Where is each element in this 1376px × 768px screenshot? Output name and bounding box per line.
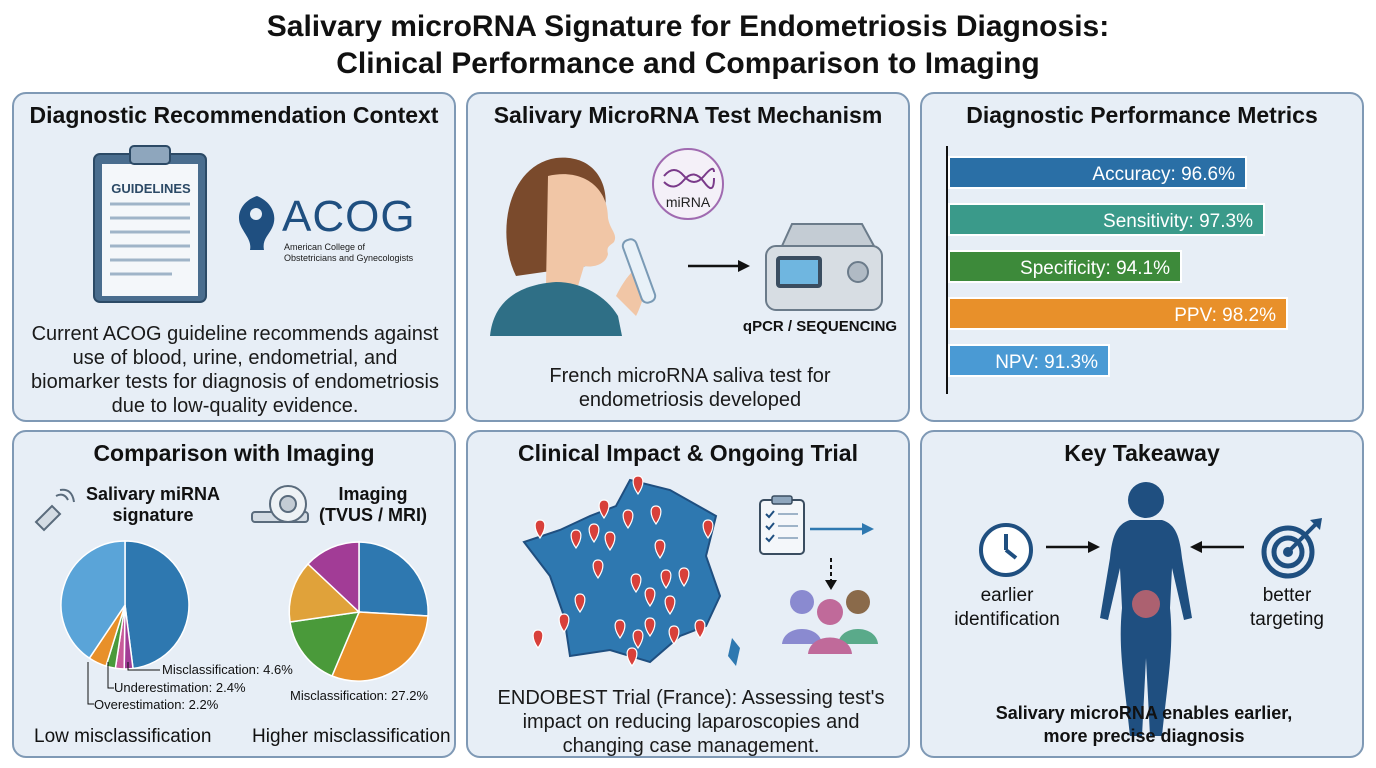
page-title: Salivary microRNA Signature for Endometr… xyxy=(0,8,1376,82)
map-pin-icon xyxy=(588,523,600,544)
underestimation-label: Underestimation: 2.4% xyxy=(114,680,246,695)
qpcr-machine-icon xyxy=(765,223,883,311)
clipboard-label: GUIDELINES xyxy=(111,181,191,196)
acog-logo-sub-1: American College of xyxy=(284,242,366,252)
arrow-right-icon xyxy=(1046,541,1100,553)
target-icon xyxy=(1261,518,1322,579)
mri-scanner-icon xyxy=(251,485,309,523)
map-pin-icon xyxy=(664,595,676,616)
map-pin-icon xyxy=(654,539,666,560)
saliva-label: Salivary miRNA signature xyxy=(85,484,221,525)
panel-title: Diagnostic Performance Metrics xyxy=(966,102,1318,128)
title-line-2: Clinical Performance and Comparison to I… xyxy=(336,47,1040,80)
map-pin-icon xyxy=(604,531,616,552)
map-pin-icon xyxy=(694,619,706,640)
map-pin-icon xyxy=(644,617,656,638)
arrow-right-icon xyxy=(810,523,874,535)
map-pin-icon xyxy=(660,569,672,590)
clock-icon xyxy=(979,523,1033,577)
metric-bar-3: PPV: 98.2% xyxy=(948,297,1288,330)
high-misclass-caption: Higher misclassification xyxy=(252,726,451,747)
clipboard-icon xyxy=(93,145,207,303)
panel-performance-metrics: Diagnostic Performance Metrics Accuracy:… xyxy=(920,92,1364,422)
ultrasound-probe-icon xyxy=(34,488,75,532)
takeaway-text: Salivary microRNA enables earlier, more … xyxy=(995,703,1293,746)
overestimation-label: Overestimation: 2.2% xyxy=(94,697,219,712)
map-pin-icon xyxy=(558,613,570,634)
recommendation-text: Current ACOG guideline recommends agains… xyxy=(31,323,439,417)
patients-group-icon xyxy=(782,590,878,654)
map-pin-icon xyxy=(622,509,634,530)
metric-bar-4: NPV: 91.3% xyxy=(948,344,1110,377)
map-pin-icon xyxy=(650,505,662,526)
panel-key-takeaway: Key Takeaway earlier identification bett… xyxy=(920,430,1364,758)
panel-recommendation-context: Diagnostic Recommendation Context GUIDEL… xyxy=(12,92,456,422)
map-pin-icon xyxy=(598,499,610,520)
metrics-axis-line xyxy=(946,146,948,394)
map-pin-icon xyxy=(592,559,604,580)
low-misclass-caption: Low misclassification xyxy=(34,726,212,747)
map-pin-icon xyxy=(532,629,544,650)
map-pin-icon xyxy=(668,625,680,646)
map-pin-icon xyxy=(632,475,644,496)
earlier-identification-label: earlier identification xyxy=(954,585,1060,630)
better-targeting-label: better targeting xyxy=(1250,585,1324,630)
map-pins xyxy=(532,475,714,668)
mirna-bubble-icon xyxy=(652,148,724,220)
acog-logo-text: ACOG xyxy=(282,192,416,241)
acog-emblem-icon xyxy=(238,196,275,250)
panel-clinical-impact: Clinical Impact & Ongoing Trial ENDOBEST… xyxy=(466,430,910,758)
map-pin-icon xyxy=(678,567,690,588)
map-pin-icon xyxy=(632,629,644,650)
panel-title: Key Takeaway xyxy=(1064,440,1220,466)
arrow-left-icon xyxy=(1190,541,1244,553)
map-pin-icon xyxy=(626,647,638,668)
map-pin-icon xyxy=(574,593,586,614)
panel-imaging-comparison: Comparison with Imaging Salivary miRNA s… xyxy=(12,430,456,758)
map-pin-icon xyxy=(702,519,714,540)
arrow-down-icon xyxy=(825,558,837,590)
misclassification-label-left: Misclassification: 4.6% xyxy=(162,662,293,677)
panel-title: Salivary MicroRNA Test Mechanism xyxy=(493,102,883,128)
france-map-icon xyxy=(522,478,740,666)
pie-slice-5 xyxy=(60,540,126,660)
map-pin-icon xyxy=(534,519,546,540)
misclassification-label-right: Misclassification: 27.2% xyxy=(290,688,428,703)
imaging-label: Imaging (TVUS / MRI) xyxy=(319,484,427,525)
map-pin-icon xyxy=(570,529,582,550)
trial-text: ENDOBEST Trial (France): Assessing test'… xyxy=(497,687,885,757)
mechanism-text: French microRNA saliva test for endometr… xyxy=(549,365,831,411)
checklist-icon xyxy=(759,495,805,555)
saliva-pie-chart xyxy=(60,540,190,670)
panel-title: Comparison with Imaging xyxy=(93,440,375,466)
panel-test-mechanism: Salivary MicroRNA Test Mechanism miRNA q… xyxy=(466,92,910,422)
metric-bar-0: Accuracy: 96.6% xyxy=(948,156,1247,189)
pie-slice-0 xyxy=(124,540,190,670)
arrow-right-icon xyxy=(688,260,750,272)
map-pin-icon xyxy=(630,573,642,594)
qpcr-label: qPCR / SEQUENCING xyxy=(742,318,898,335)
metric-bar-1: Sensitivity: 97.3% xyxy=(948,203,1265,236)
mirna-label: miRNA xyxy=(665,194,711,210)
human-body-icon xyxy=(1100,482,1192,736)
panel-title: Diagnostic Recommendation Context xyxy=(29,102,439,128)
panel-title: Clinical Impact & Ongoing Trial xyxy=(518,440,858,466)
map-pin-icon xyxy=(644,587,656,608)
acog-logo-sub-2: Obstetricians and Gynecologists xyxy=(284,253,414,263)
map-pin-icon xyxy=(614,619,626,640)
title-line-1: Salivary microRNA Signature for Endometr… xyxy=(266,10,1110,43)
woman-giving-saliva-icon xyxy=(490,157,657,336)
metric-bar-2: Specificity: 94.1% xyxy=(948,250,1182,283)
pie-leader-lines xyxy=(87,662,160,705)
imaging-pie-chart xyxy=(288,541,429,682)
